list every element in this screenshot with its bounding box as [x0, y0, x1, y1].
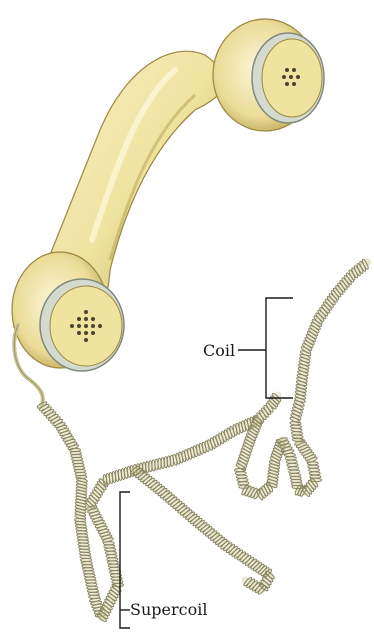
- coil-bracket: [238, 298, 293, 398]
- coil-label: Coil: [203, 343, 235, 359]
- supercoil-label: Supercoil: [130, 602, 207, 618]
- cord-segment: [295, 262, 368, 440]
- telephone-handset: [12, 19, 324, 371]
- supercoil-bracket: [120, 492, 130, 628]
